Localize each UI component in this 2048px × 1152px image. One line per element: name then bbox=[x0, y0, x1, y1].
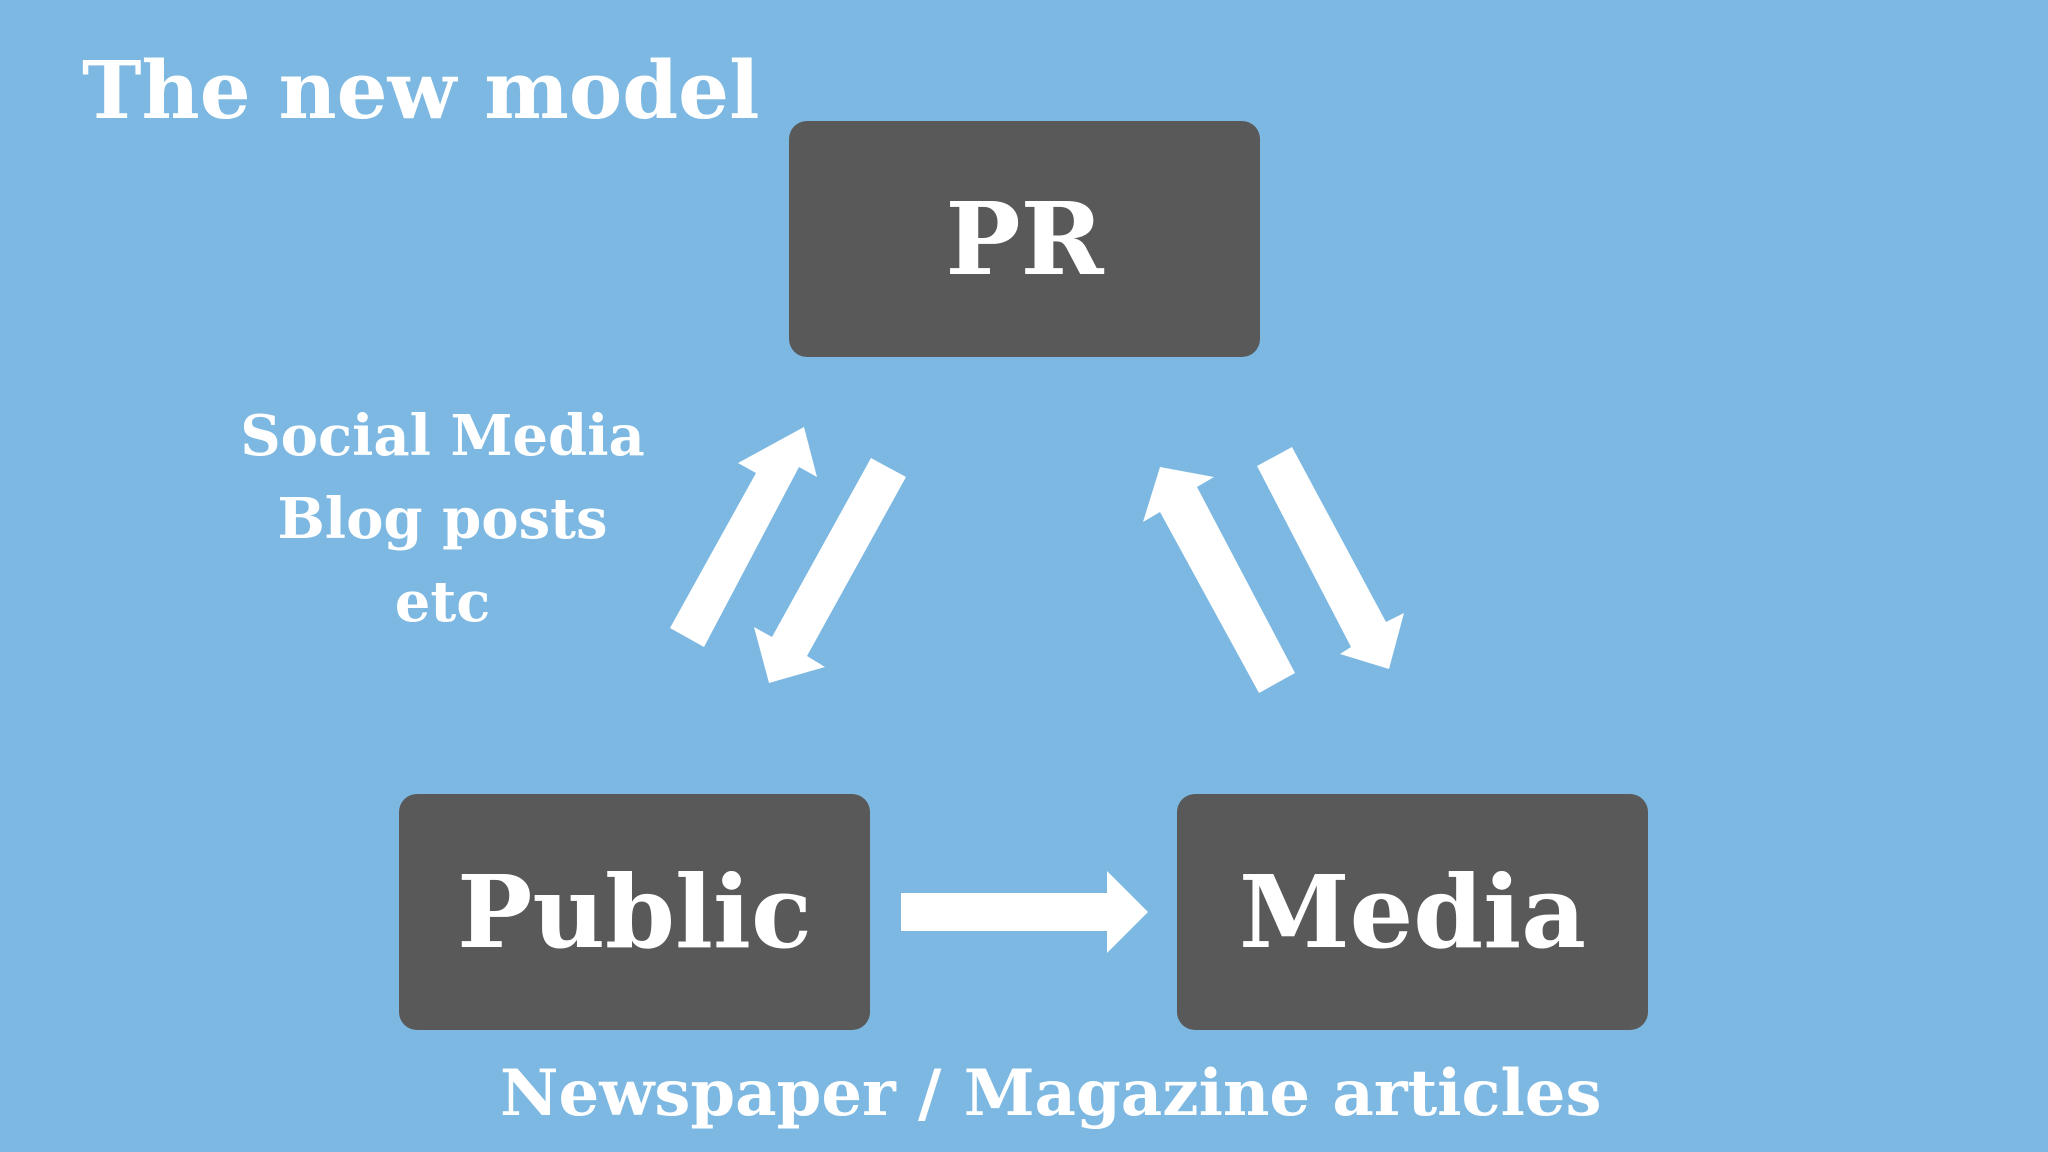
caption-line-social-media: Social Media bbox=[240, 403, 645, 469]
pr-box: PR bbox=[789, 121, 1260, 357]
media-box: Media bbox=[1177, 794, 1648, 1030]
arrow-public-to-media bbox=[901, 871, 1148, 953]
arrow-pr-to-media bbox=[1257, 447, 1404, 669]
pr-label: PR bbox=[945, 180, 1104, 298]
newspaper-caption: Newspaper / Magazine articles bbox=[500, 1056, 1602, 1131]
arrow-media-to-pr bbox=[1143, 467, 1295, 693]
social-channels-caption: Social Media Blog posts etc bbox=[200, 395, 685, 644]
media-label: Media bbox=[1238, 853, 1587, 971]
public-box: Public bbox=[399, 794, 870, 1030]
caption-line-blog-posts: Blog posts bbox=[277, 486, 608, 552]
arrow-pr-to-public bbox=[754, 458, 906, 683]
arrow-public-to-pr bbox=[670, 427, 817, 647]
slide-title: The new model bbox=[82, 43, 760, 137]
public-label: Public bbox=[457, 853, 812, 971]
caption-line-etc: etc bbox=[394, 569, 491, 635]
